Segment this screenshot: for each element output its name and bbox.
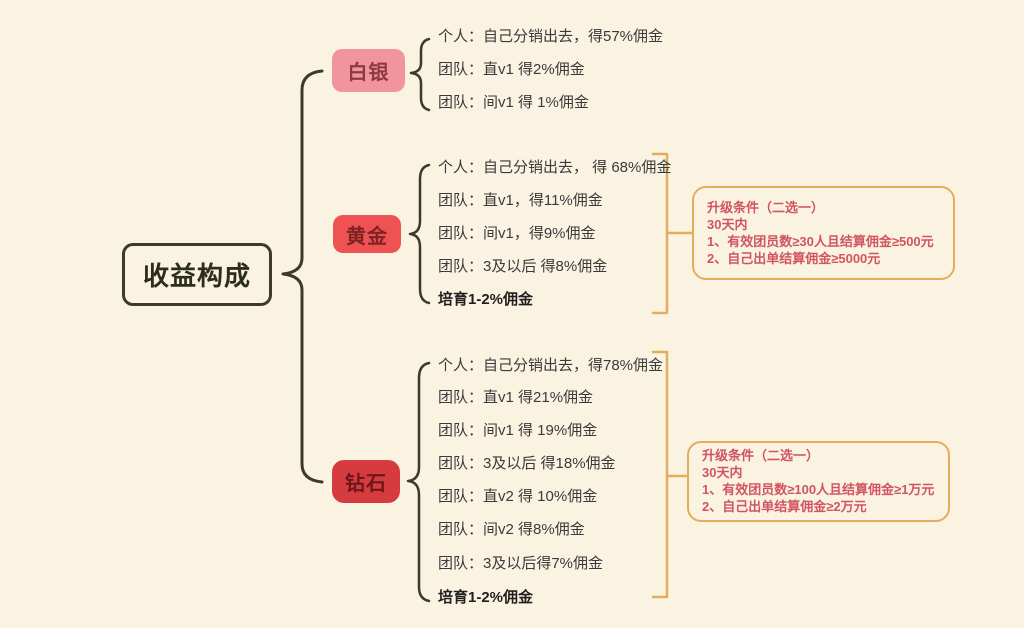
branch-label-silver: 白银 — [347, 62, 390, 84]
root-node-label: 收益构成 — [142, 261, 251, 291]
upgrade-period: 30天内 — [707, 217, 748, 232]
diamond-item-team-iv2: 团队：间v2 得8%佣金 — [438, 521, 585, 538]
upgrade-option1: 1、有效团员数≥100人且结算佣金≥1万元 — [702, 482, 935, 497]
gold-item-nurture: 培育1-2%佣金 — [438, 291, 534, 308]
diamond-item-nurture: 培育1-2%佣金 — [438, 589, 534, 606]
upgrade-option1: 1、有效团员数≥30人且结算佣金≥500元 — [707, 234, 934, 249]
gold-item-team-v1: 团队：直v1，得11%佣金 — [438, 192, 603, 209]
branch-label-diamond: 钻石 — [345, 473, 387, 495]
upgrade-option2: 2、自己出单结算佣金≥5000元 — [707, 251, 881, 266]
root-node-revenue-composition: 收益构成 — [122, 243, 272, 306]
diamond-item-team-iv1: 团队：间v1 得 19%佣金 — [438, 422, 598, 439]
branch-label-gold: 黄金 — [346, 225, 388, 248]
diamond-item-personal: 个人：自己分销出去，得78%佣金 — [438, 357, 664, 374]
diamond-item-team-3plus-v2: 团队：3及以后得7%佣金 — [438, 555, 604, 572]
gold-item-personal: 个人：自己分销出去， 得 68%佣金 — [438, 159, 672, 176]
branch-node-silver: 白银 — [332, 49, 405, 92]
silver-item-personal: 个人：自己分销出去，得57%佣金 — [438, 28, 664, 45]
diamond-brace-connector — [406, 361, 431, 603]
diamond-item-team-3plus: 团队：3及以后 得18%佣金 — [438, 455, 616, 472]
upgrade-box-gold: 升级条件（二选一） 30天内 1、有效团员数≥30人且结算佣金≥500元 2、自… — [692, 186, 955, 280]
silver-item-team-iv1: 团队：间v1 得 1%佣金 — [438, 94, 589, 111]
diamond-item-team-v2: 团队：直v2 得 10%佣金 — [438, 488, 598, 505]
gold-brace-connector — [408, 163, 431, 305]
silver-brace-connector — [409, 37, 431, 112]
upgrade-period: 30天内 — [702, 465, 743, 480]
gold-item-team-iv1: 团队：间v1，得9%佣金 — [438, 225, 596, 242]
gold-item-team-3plus: 团队：3及以后 得8%佣金 — [438, 258, 608, 275]
silver-item-team-v1: 团队：直v1 得2%佣金 — [438, 61, 585, 78]
upgrade-option2: 2、自己出单结算佣金≥2万元 — [702, 499, 867, 514]
upgrade-title: 升级条件（二选一） — [702, 448, 820, 463]
main-brace-connector — [281, 69, 324, 484]
diamond-group-bracket — [651, 350, 669, 599]
upgrade-box-diamond: 升级条件（二选一） 30天内 1、有效团员数≥100人且结算佣金≥1万元 2、自… — [687, 441, 950, 522]
branch-node-diamond: 钻石 — [332, 460, 400, 503]
upgrade-title: 升级条件（二选一） — [707, 200, 825, 215]
branch-node-gold: 黄金 — [333, 215, 401, 253]
diamond-item-team-v1: 团队：直v1 得21%佣金 — [438, 389, 594, 406]
